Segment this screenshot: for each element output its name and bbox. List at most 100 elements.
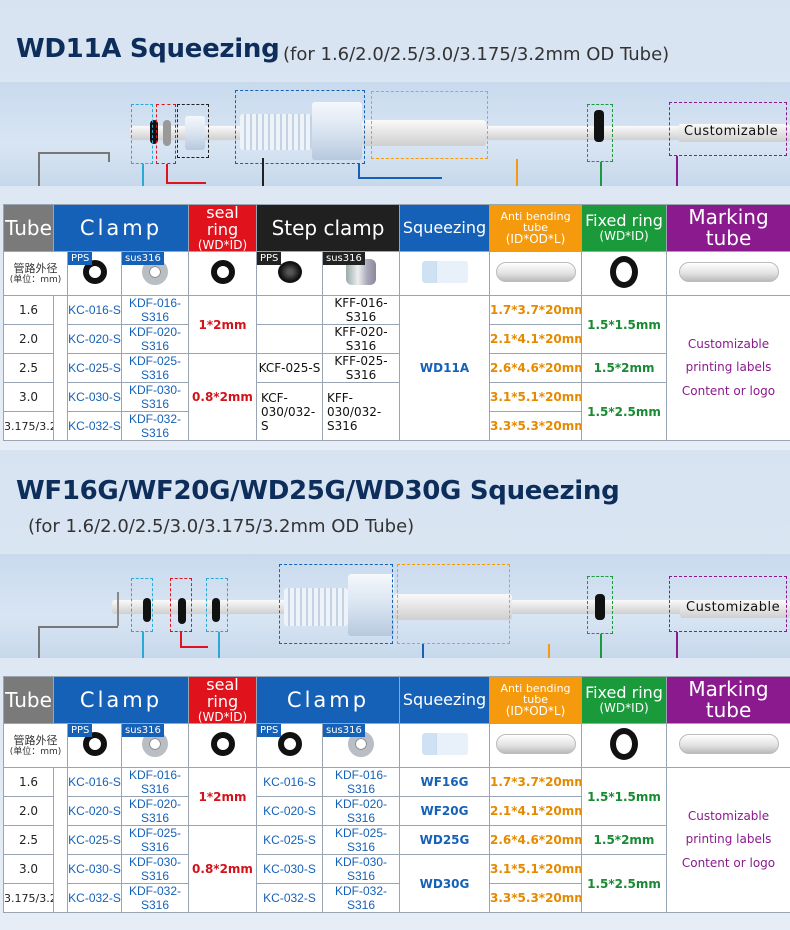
fixed-value: 1.5*2mm	[581, 353, 668, 384]
step-a-code	[256, 295, 323, 326]
kc-code: KC-025-S	[67, 353, 122, 384]
seal-value: 0.8*2mm	[188, 825, 257, 914]
kdf-code: KDF-032-S316	[121, 883, 189, 914]
seal-marker	[170, 578, 192, 632]
kdf-code: KDF-025-S316	[121, 825, 189, 856]
tube-od: 3.0	[3, 854, 54, 885]
connector	[166, 182, 206, 184]
kdf-code: KDF-016-S316	[121, 295, 189, 326]
fixed-ring-part	[595, 594, 605, 620]
kc-code: KC-030-S	[67, 854, 122, 885]
header-clamp: Clamp	[53, 675, 189, 725]
anti-value: 3.1*5.1*20mm	[489, 854, 582, 885]
squeezing-model: WD11A	[399, 295, 491, 442]
anti-value: 1.7*3.7*20mm	[489, 767, 582, 798]
marking-tube-part	[680, 600, 790, 618]
header-tube: Tube	[3, 675, 54, 725]
kdf2-code: KDF-032-S316	[322, 883, 400, 914]
tube-od: 1.6	[3, 767, 54, 798]
squeezing-model: WD25G	[399, 825, 490, 856]
anti-value: 2.6*4.6*20mm	[489, 353, 583, 384]
step-a-code	[256, 324, 323, 355]
kdf-code: KDF-020-S316	[121, 324, 189, 355]
squeezing-model: WF16G	[399, 767, 490, 798]
connector	[548, 644, 550, 658]
anti-value: 3.3*5.3*20mm	[489, 883, 582, 914]
kc2-code: KC-030-S	[256, 854, 323, 885]
seal-value: 0.8*2mm	[188, 353, 257, 442]
fixed-marker	[587, 104, 613, 162]
anti-bending-image	[489, 251, 583, 297]
clamp2-pps-image: PPS	[256, 723, 323, 769]
connector	[180, 646, 208, 648]
section-title: WF16G/WF20G/WD25G/WD30G Squeezing	[16, 476, 620, 506]
fixed-value: 1.5*2mm	[581, 825, 667, 856]
clamp-part	[150, 120, 158, 144]
seal-value: 1*2mm	[188, 295, 257, 355]
connector	[38, 626, 40, 658]
tube-od: 2.0	[3, 796, 54, 827]
squeezing-nut	[348, 574, 394, 636]
marking-marker	[669, 102, 787, 156]
customizable-label: Customizable	[684, 124, 779, 139]
kdf-code: KDF-030-S316	[121, 382, 189, 413]
clamp-pps-image: PPS	[67, 723, 122, 769]
header-step-clamp: Step clamp	[255, 203, 401, 253]
seal-part	[163, 120, 171, 146]
tube-od: 1.6	[3, 295, 54, 326]
seal-value: 1*2mm	[188, 767, 257, 827]
fixed-marker	[587, 576, 613, 634]
connector	[218, 632, 220, 658]
anti-value: 1.7*3.7*20mm	[489, 295, 583, 326]
connector	[358, 164, 360, 178]
kc2-code: KC-016-S	[256, 767, 323, 798]
step-b-code: KFF-025-S316	[321, 353, 401, 384]
header-seal-ring: seal ring(WD*ID)	[188, 675, 257, 725]
clamp-sus-image: sus316	[121, 251, 189, 297]
kdf-code: KDF-025-S316	[121, 353, 189, 384]
header-squeezing: Squeezing	[399, 203, 491, 253]
kc2-code: KC-020-S	[256, 796, 323, 827]
kdf-code: KDF-016-S316	[121, 767, 189, 798]
product-photo: Customizable	[0, 82, 790, 186]
clamp-marker	[131, 104, 153, 164]
kc-code: KC-032-S	[67, 411, 122, 442]
header-anti-bending: Anti bending tube(ID*OD*L)	[489, 675, 582, 725]
anti-bending-tube-part	[394, 594, 512, 620]
seal-ring-image	[188, 251, 257, 297]
anti-bending-image	[489, 723, 582, 769]
seal-ring-image	[188, 723, 257, 769]
clamp-marker	[131, 578, 153, 632]
fixed-value: 1.5*1.5mm	[581, 767, 667, 827]
clamp-part	[143, 598, 151, 622]
section-title: WD11A Squeezing	[16, 34, 280, 64]
clamp-pps-image: PPS	[67, 251, 122, 297]
kc-code: KC-016-S	[67, 767, 122, 798]
step-a-code: KCF-030/032-S	[256, 382, 323, 442]
squeezing-nut	[312, 102, 362, 160]
fixed-value: 1.5*1.5mm	[581, 295, 668, 355]
marking-marker	[669, 576, 787, 632]
spec-table: Tube Clamp seal ring(WD*ID) Step clamp S…	[3, 203, 790, 442]
squeezing-model: WD30G	[399, 854, 490, 914]
header-fixed-ring: Fixed ring(WD*ID)	[581, 675, 667, 725]
connector	[600, 634, 602, 658]
section-subtitle: (for 1.6/2.0/2.5/3.0/3.175/3.2mm OD Tube…	[283, 44, 670, 65]
squeezing-image	[399, 723, 490, 769]
kdf2-code: KDF-025-S316	[322, 825, 400, 856]
tube-od: 3.175/3.2	[3, 883, 54, 914]
fixed-ring-image	[581, 723, 667, 769]
kdf-code: KDF-030-S316	[121, 854, 189, 885]
marking-tube-image	[666, 251, 790, 297]
header-anti-bending: Anti bending tube(ID*OD*L)	[489, 203, 583, 253]
tube-od: 3.175/3.2	[3, 411, 54, 442]
header-squeezing: Squeezing	[399, 675, 490, 725]
step-b-code: KFF-030/032-S316	[321, 382, 401, 442]
connector	[262, 158, 264, 186]
kc-code: KC-025-S	[67, 825, 122, 856]
tube-od: 3.0	[3, 382, 54, 413]
fixed-ring-part	[594, 110, 604, 142]
kc-code: KC-020-S	[67, 324, 122, 355]
connector	[117, 592, 119, 626]
